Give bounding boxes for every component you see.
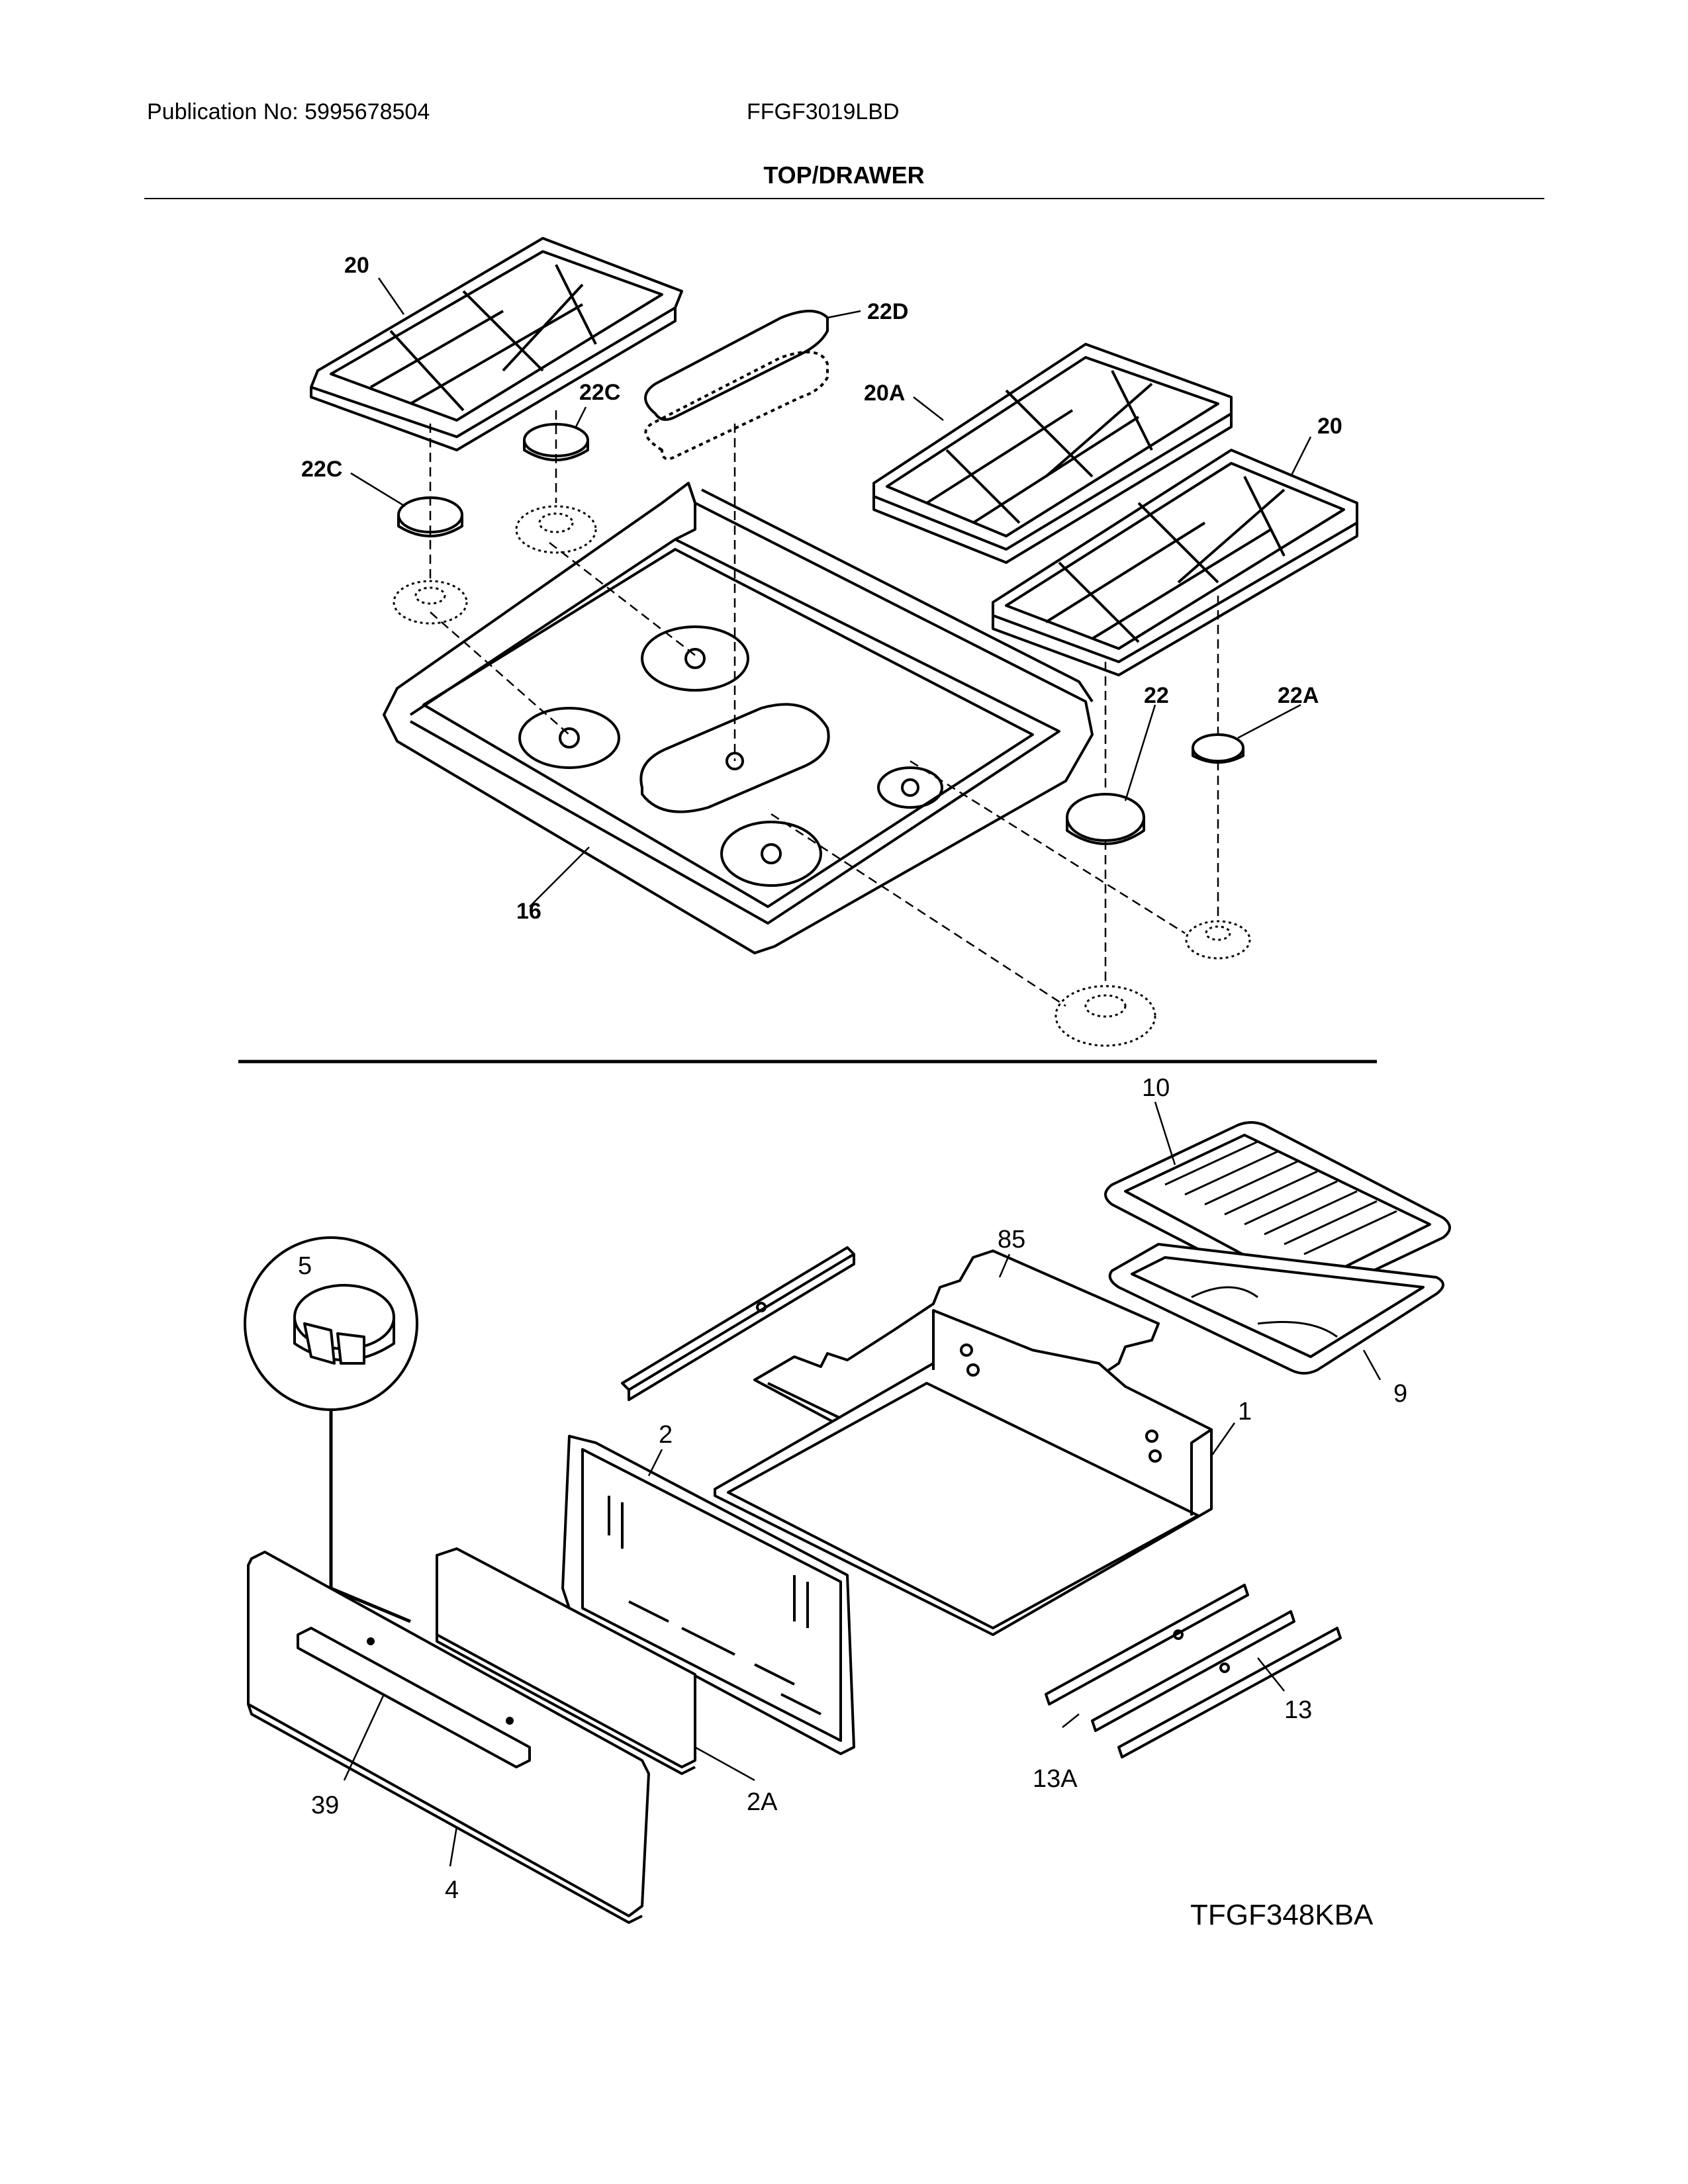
- label-handle: 39: [311, 1792, 339, 1819]
- burner-large: [1055, 985, 1156, 1047]
- label-rack: 85: [998, 1226, 1025, 1253]
- label-cooktop: 16: [516, 899, 541, 924]
- burner-center-left: [515, 505, 597, 554]
- label-cap-left: 22C: [301, 457, 342, 482]
- upper-rail: [621, 1246, 855, 1401]
- drawer-assembly: [244, 1101, 1451, 1924]
- label-grate-center: 20A: [864, 381, 905, 406]
- label-drawer-body: 1: [1238, 1398, 1252, 1426]
- label-inner-panel: 2A: [747, 1788, 778, 1816]
- label-rail-right: 13: [1284, 1696, 1312, 1724]
- label-back-panel: 2: [659, 1421, 673, 1449]
- cooktop-main-top: [383, 482, 1094, 954]
- label-drawer-front: 4: [445, 1876, 459, 1904]
- label-grate-right: 20: [1317, 414, 1342, 439]
- drawer-body: [714, 1309, 1213, 1636]
- header-rule: [144, 198, 1544, 199]
- grate-left: [310, 237, 683, 451]
- label-cap-large: 22: [1144, 683, 1169, 708]
- label-roller: 5: [298, 1252, 312, 1280]
- roller-inset: [244, 1236, 418, 1623]
- slide-rails: [1045, 1584, 1342, 1758]
- broil-pan: [1108, 1243, 1444, 1375]
- label-grate-left: 20: [344, 253, 369, 278]
- cooktop-assembly: [310, 237, 1358, 1047]
- grate-center: [872, 343, 1233, 564]
- grate-right: [992, 449, 1358, 676]
- label-rail-left: 13A: [1033, 1765, 1078, 1793]
- label-cap-center: 22C: [579, 380, 620, 405]
- diagram-reference: TFGF348KBA: [1190, 1899, 1374, 1931]
- section-title: TOP/DRAWER: [763, 161, 925, 189]
- cap-small: [1192, 733, 1244, 762]
- label-griddle: 22D: [867, 299, 908, 324]
- label-cap-small: 22A: [1278, 683, 1319, 708]
- griddle: [644, 310, 829, 461]
- cap-large: [1066, 793, 1145, 842]
- inner-panel: [436, 1547, 696, 1775]
- drawer-front: [247, 1551, 650, 1924]
- publication-number: Publication No: 5995678504: [147, 99, 430, 124]
- label-broil-grid: 10: [1142, 1074, 1170, 1102]
- model-number: FFGF3019LBD: [747, 99, 900, 124]
- back-panel: [561, 1435, 855, 1755]
- burner-small: [1185, 920, 1251, 960]
- burner-left: [393, 580, 468, 625]
- label-broil-pan: 9: [1393, 1380, 1407, 1408]
